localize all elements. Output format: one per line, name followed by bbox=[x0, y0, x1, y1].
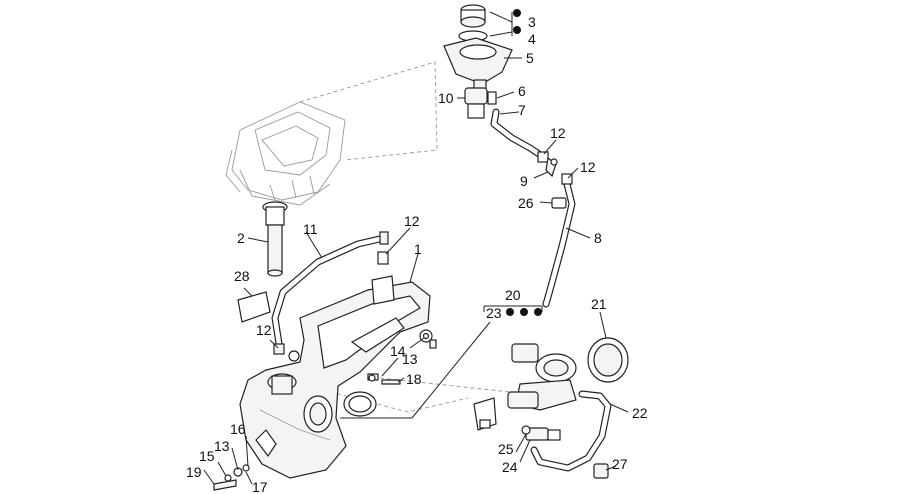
callout-12-upper: 12 bbox=[550, 125, 566, 141]
reference-frame-ghost bbox=[225, 101, 346, 206]
small-hardware bbox=[213, 329, 531, 491]
callout-19: 19 bbox=[186, 464, 202, 480]
pump-outlet-hose bbox=[525, 390, 612, 479]
filler-cap bbox=[458, 4, 488, 42]
callout-15: 15 bbox=[199, 448, 215, 464]
filler-neck-housing bbox=[443, 37, 513, 95]
callout-13-bottom: 13 bbox=[214, 438, 230, 454]
callout-12-right: 12 bbox=[580, 159, 596, 175]
callout-8: 8 bbox=[594, 230, 602, 246]
alignment-lines bbox=[299, 61, 511, 413]
callout-2: 2 bbox=[237, 230, 245, 246]
hose-clamp-tank bbox=[377, 251, 389, 265]
callout-23: 23 bbox=[486, 305, 502, 321]
callout-labels: 3 4 5 10 6 7 12 12 9 26 8 2 11 12 1 28 2… bbox=[186, 14, 648, 494]
callout-7: 7 bbox=[518, 102, 526, 118]
callout-16: 16 bbox=[230, 421, 246, 437]
pump-ring-nut bbox=[587, 337, 629, 383]
fuel-level-sensor bbox=[262, 201, 288, 277]
sensor-gasket bbox=[237, 291, 271, 323]
callout-17: 17 bbox=[252, 479, 268, 494]
callout-21: 21 bbox=[591, 296, 607, 312]
callout-1: 1 bbox=[414, 241, 422, 257]
vent-hose bbox=[271, 231, 389, 355]
hose-clip bbox=[551, 197, 567, 209]
callout-18: 18 bbox=[406, 371, 422, 387]
callout-4: 4 bbox=[528, 31, 536, 47]
callout-12-lower: 12 bbox=[256, 322, 272, 338]
callout-6: 6 bbox=[518, 83, 526, 99]
neck-seal-ring bbox=[343, 391, 377, 417]
kit-indicator-dots bbox=[506, 9, 542, 316]
callout-20: 20 bbox=[505, 287, 521, 303]
callout-3: 3 bbox=[528, 14, 536, 30]
callout-14: 14 bbox=[390, 343, 406, 359]
callout-27: 27 bbox=[612, 456, 628, 472]
callout-25: 25 bbox=[498, 441, 514, 457]
fuel-hose-lower bbox=[542, 176, 576, 308]
callout-26: 26 bbox=[518, 195, 534, 211]
callout-24: 24 bbox=[502, 459, 518, 475]
fuel-pump-assembly bbox=[473, 343, 577, 431]
callout-22: 22 bbox=[632, 405, 648, 421]
callout-9: 9 bbox=[520, 173, 528, 189]
fuel-tank bbox=[239, 275, 431, 479]
tee-fitting bbox=[537, 151, 573, 185]
leader-lines bbox=[203, 11, 629, 485]
callout-12-tank: 12 bbox=[404, 213, 420, 229]
callout-5: 5 bbox=[526, 50, 534, 66]
fuel-filter bbox=[464, 87, 497, 119]
callout-13-tank: 13 bbox=[402, 351, 418, 367]
fuel-hose-upper bbox=[490, 108, 546, 160]
callout-10: 10 bbox=[438, 90, 454, 106]
callout-28: 28 bbox=[234, 268, 250, 284]
callout-11: 11 bbox=[303, 221, 318, 237]
